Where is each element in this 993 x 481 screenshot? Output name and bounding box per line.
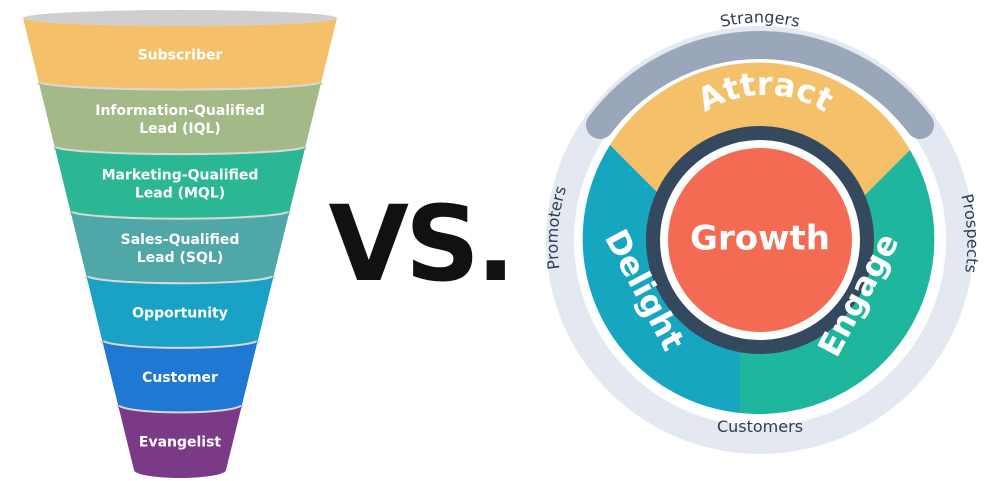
growth-hub bbox=[668, 148, 852, 332]
funnel-stage-label: Marketing-Qualified bbox=[102, 167, 259, 183]
funnel-stage bbox=[86, 276, 274, 349]
funnel-stage-divider bbox=[36, 81, 324, 93]
funnel-stage-label: Sales-Qualified bbox=[121, 232, 240, 248]
funnel-stage-divider bbox=[68, 210, 292, 222]
funnel-stage bbox=[23, 18, 337, 91]
flywheel-outer-ring-accent-top bbox=[586, 31, 934, 139]
funnel-stage bbox=[38, 82, 322, 156]
funnel-stage-label: Evangelist bbox=[139, 435, 222, 451]
ring-label-strangers: Strangers bbox=[718, 7, 801, 31]
growth-label: Growth bbox=[690, 219, 830, 259]
funnel-stage bbox=[54, 147, 306, 220]
funnel-stage-divider bbox=[116, 404, 244, 416]
funnel-stage-label: Information-Qualified bbox=[95, 103, 265, 119]
funnel-rim bbox=[23, 10, 337, 26]
funnel-stage-label: Customer bbox=[142, 370, 218, 386]
funnel-stage bbox=[70, 211, 290, 285]
vs-text: VS. bbox=[329, 183, 512, 305]
funnel-stage-label: Lead (IQL) bbox=[139, 121, 221, 137]
funnel-stage-divider bbox=[100, 339, 260, 351]
funnel-stage bbox=[118, 405, 242, 478]
funnel-stage-divider bbox=[52, 145, 308, 158]
ring-label-customers: Customers bbox=[717, 417, 803, 436]
funnel-stage bbox=[102, 340, 258, 414]
funnel-stage-label: Opportunity bbox=[132, 306, 228, 322]
funnel-stage-divider bbox=[84, 275, 276, 287]
funnel-stage-label: Subscriber bbox=[138, 47, 223, 63]
flywheel: Strangers Prospects Customers Promoters … bbox=[543, 7, 982, 454]
funnel-stage-label: Lead (SQL) bbox=[137, 250, 223, 266]
funnel-stage-label: Lead (MQL) bbox=[135, 185, 225, 201]
